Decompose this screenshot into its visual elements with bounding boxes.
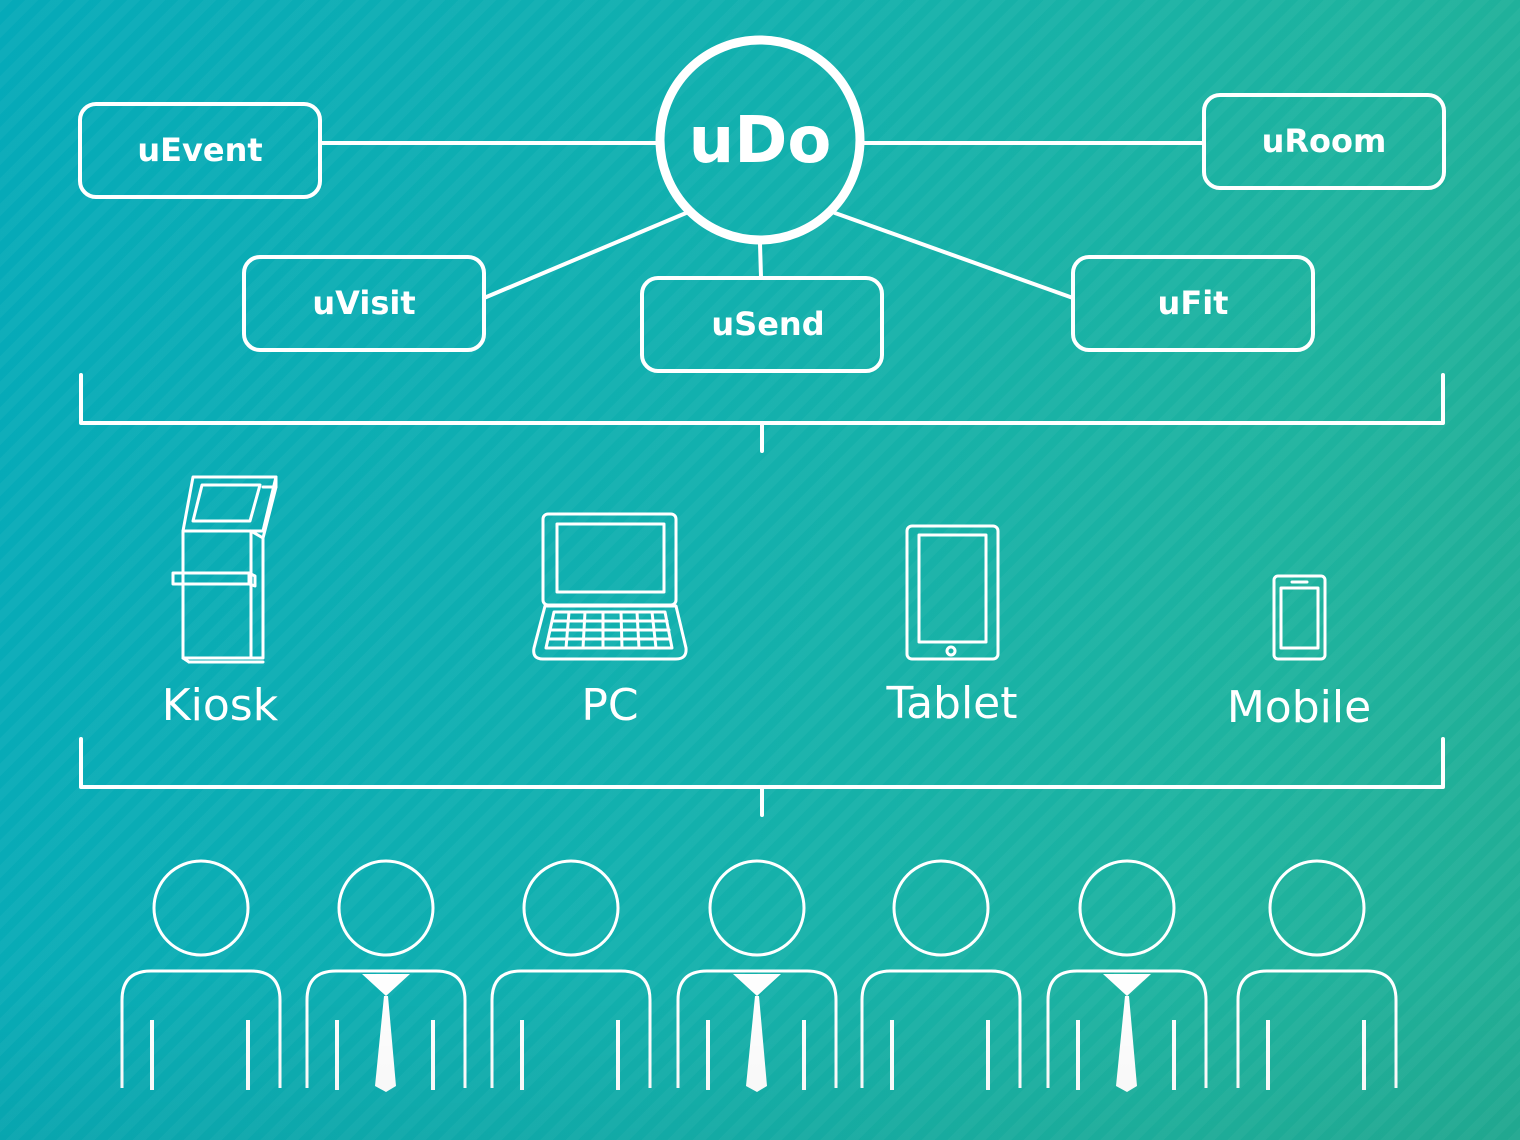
module-box [1071,255,1315,352]
device-pc[interactable]: PC [532,512,688,731]
module-uevent[interactable]: uEvent [78,102,322,199]
user-body-icon [676,969,838,1088]
user-body-icon [490,969,652,1088]
kiosk-icon [171,475,278,664]
tie-knot-icon [733,974,781,996]
user-head-icon [1268,859,1366,957]
user-figure [676,859,838,1092]
users-group [120,859,1398,1092]
module-box [1202,93,1446,190]
user-head-icon [708,859,806,957]
module-ufit[interactable]: uFit [1071,255,1315,352]
bracket-line [79,373,1445,425]
user-head-icon [892,859,990,957]
tablet-icon [905,524,1000,661]
connector-usend [758,242,763,279]
user-body-icon [305,969,467,1088]
bracket-line [79,737,1445,789]
module-label: uVisit [312,284,415,322]
tie-icon [375,996,396,1092]
module-box [640,276,884,373]
user-body-icon [120,969,282,1088]
module-box [242,255,486,352]
module-uroom[interactable]: uRoom [1202,93,1446,190]
connector-ufit [833,211,1075,300]
hub-node[interactable]: uDo [655,35,865,245]
tie-knot-icon [362,974,410,996]
device-label: Kiosk [162,680,279,731]
laptop-icon [532,512,688,661]
device-tablet[interactable]: Tablet [885,524,1018,729]
user-head-icon [1078,859,1176,957]
user-body-icon [1236,969,1398,1088]
user-head-icon [152,859,250,957]
device-label: Mobile [1227,682,1371,733]
tie-icon [1116,996,1137,1092]
user-figure [860,859,1022,1090]
module-label: uRoom [1262,122,1387,160]
device-kiosk[interactable]: Kiosk [162,475,279,731]
module-box [78,102,322,199]
user-figure [1046,859,1208,1092]
module-usend[interactable]: uSend [640,276,884,373]
tie-icon [746,996,767,1092]
module-label: uSend [711,305,824,343]
user-head-icon [337,859,435,957]
hub-circle [655,35,865,245]
module-label: uEvent [137,131,262,169]
connector-uvisit [482,211,688,300]
device-label: PC [581,680,638,731]
device-mobile[interactable]: Mobile [1227,574,1371,733]
user-figure [490,859,652,1090]
user-figure [120,859,282,1090]
user-body-icon [860,969,1022,1088]
module-uvisit[interactable]: uVisit [242,255,486,352]
tie-knot-icon [1103,974,1151,996]
module-label: uFit [1158,284,1229,322]
user-figure [305,859,467,1092]
user-figure [1236,859,1398,1090]
device-label: Tablet [885,678,1017,729]
hub-connectors [318,141,1206,300]
bracket-modules-to-devices [79,373,1445,453]
user-head-icon [522,859,620,957]
hub-label: uDo [689,104,832,178]
mobile-phone-icon [1272,574,1327,661]
user-body-icon [1046,969,1208,1088]
bracket-devices-to-users [79,737,1445,817]
